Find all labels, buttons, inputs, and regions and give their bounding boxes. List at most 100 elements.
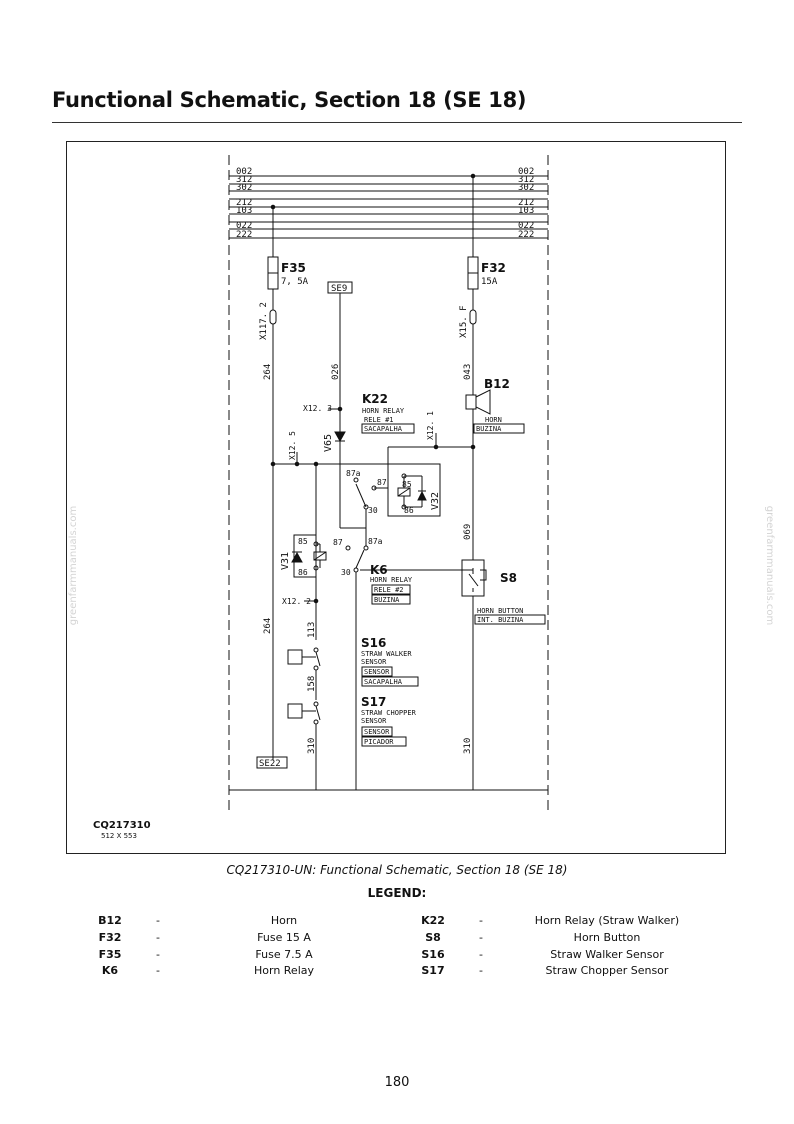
legend-dash: - xyxy=(156,931,160,944)
fuse-f32-rating: 15A xyxy=(481,277,498,287)
wire-label: 113 xyxy=(307,622,317,638)
sensor-s17-desc: PICADOR xyxy=(364,738,394,746)
horn-b12-symbol xyxy=(465,394,477,410)
legend-title: LEGEND: xyxy=(367,886,427,900)
relay-k6-desc: RELE #2 xyxy=(374,586,404,594)
legend-dash: - xyxy=(479,948,483,961)
sensor-s16-symbol xyxy=(287,649,303,665)
diode-v32-symbol xyxy=(417,490,427,501)
ref-se22-label: SE22 xyxy=(259,759,281,769)
legend-code: S16 xyxy=(421,948,445,961)
sensor-s16-desc: SENSOR xyxy=(361,658,387,666)
diode-v31-label: V31 xyxy=(280,552,291,570)
legend-code: S8 xyxy=(425,931,441,944)
horn-b12-desc: BUZINA xyxy=(476,425,502,433)
drawing-id: CQ217310 xyxy=(93,820,151,831)
relay-pin-label: 87a xyxy=(368,537,383,546)
relay-pin-label: 87 xyxy=(377,478,387,487)
diode-v32-label: V32 xyxy=(430,492,441,510)
legend-description: Fuse 15 A xyxy=(257,931,311,944)
connector-x117-label: X117. 2 xyxy=(259,302,269,340)
wire-label: 264 xyxy=(263,364,273,380)
bus-label-right: 302 xyxy=(518,183,534,193)
bus-label-right: 002 xyxy=(518,167,534,177)
bus-label-right: 212 xyxy=(518,198,534,208)
bus-label-left: 103 xyxy=(236,206,252,216)
bus-label-left: 222 xyxy=(236,230,252,240)
sensor-s17-desc: SENSOR xyxy=(364,728,390,736)
connector-x12-2-label: X12. 2 xyxy=(282,597,311,606)
ref-se9-label: SE9 xyxy=(331,284,347,294)
legend-description: Horn Button xyxy=(573,931,641,944)
relay-pin-label: 85 xyxy=(402,480,412,489)
relay-pin-label: 30 xyxy=(368,506,378,515)
legend-description: Straw Walker Sensor xyxy=(550,948,664,961)
legend-description: Fuse 7.5 A xyxy=(255,948,313,961)
diode-v65-symbol xyxy=(334,431,346,443)
relay-pin-label: 86 xyxy=(404,506,414,515)
bus-label-right: 022 xyxy=(518,221,534,231)
legend-dash: - xyxy=(156,914,160,927)
relay-pin-label: 30 xyxy=(341,568,351,577)
legend-dash: - xyxy=(156,948,160,961)
relay-pin-label: 87a xyxy=(346,469,361,478)
bus-label-left: 212 xyxy=(236,198,252,208)
page-number: 180 xyxy=(384,1075,410,1090)
diode-v65-label: V65 xyxy=(323,434,334,452)
bus-label-left: 002 xyxy=(236,167,252,177)
horn-button-s8-desc: HORN BUTTON xyxy=(477,607,523,615)
figure-caption: CQ217310-UN: Functional Schematic, Secti… xyxy=(226,863,568,877)
legend-dash: - xyxy=(156,964,160,977)
wire-label: 158 xyxy=(307,676,317,692)
connector-x12-3-label: X12. 3 xyxy=(303,404,332,413)
wire-label: 310 xyxy=(307,738,317,754)
sensor-s16-code: S16 xyxy=(361,636,386,650)
connector-x15-symbol xyxy=(469,309,477,325)
legend-code: F32 xyxy=(98,931,122,944)
bus-label-left: 022 xyxy=(236,221,252,231)
legend-code: K22 xyxy=(421,914,445,927)
sensor-s17-symbol xyxy=(287,703,303,719)
functional-schematic: 002 312 302 212 103 022 222 002 312 302 … xyxy=(228,155,549,815)
bus-label-right: 222 xyxy=(518,230,534,240)
sensor-s17-desc: SENSOR xyxy=(361,717,387,725)
sensor-s16-desc: SACAPALHA xyxy=(364,678,403,686)
sensor-s16-desc: SENSOR xyxy=(364,668,390,676)
legend-code: S17 xyxy=(421,964,445,977)
legend-description: Horn xyxy=(270,914,298,927)
relay-k22-code: K22 xyxy=(362,392,388,406)
relay-k6-desc: HORN RELAY xyxy=(370,576,413,584)
relay-k22-desc: HORN RELAY xyxy=(362,407,405,415)
legend-description: Horn Relay xyxy=(253,964,315,977)
page-title: Functional Schematic, Section 18 (SE 18) xyxy=(52,88,527,112)
fuse-f35-code: F35 xyxy=(281,261,306,275)
fuse-f32-code: F32 xyxy=(481,261,506,275)
legend-dash: - xyxy=(479,964,483,977)
wire-label: 264 xyxy=(263,618,273,634)
legend-code: F35 xyxy=(98,948,122,961)
wire-label: 069 xyxy=(463,524,473,540)
connector-x15-label: X15. F xyxy=(459,305,469,338)
horn-b12-desc: HORN xyxy=(485,416,502,424)
legend-code: K6 xyxy=(101,964,119,977)
sensor-s17-code: S17 xyxy=(361,695,386,709)
ref-se22-box xyxy=(256,756,288,769)
connector-x12-5-label: X12. 5 xyxy=(288,431,297,460)
bus-label-right: 312 xyxy=(518,175,534,185)
bus-label-left: 302 xyxy=(236,183,252,193)
relay-pin-label: 85 xyxy=(298,537,308,546)
legend-dash: - xyxy=(479,931,483,944)
connector-x12-1-label: X12. 1 xyxy=(426,411,435,440)
relay-k22-desc: SACAPALHA xyxy=(364,425,403,433)
fuse-f35-rating: 7, 5A xyxy=(281,277,309,287)
relay-k6-desc: BUZINA xyxy=(374,596,400,604)
horn-button-s8-code: S8 xyxy=(500,571,517,585)
sensor-s17-desc: STRAW CHOPPER xyxy=(361,709,417,717)
relay-pin-label: 86 xyxy=(298,568,308,577)
legend-code: B12 xyxy=(98,914,122,927)
legend-dash: - xyxy=(479,914,483,927)
wire-label: 026 xyxy=(331,364,341,380)
relay-pin-label: 87 xyxy=(333,538,343,547)
legend-description: Horn Relay (Straw Walker) xyxy=(534,914,680,927)
horn-button-s8-desc: INT. BUZINA xyxy=(477,616,524,624)
